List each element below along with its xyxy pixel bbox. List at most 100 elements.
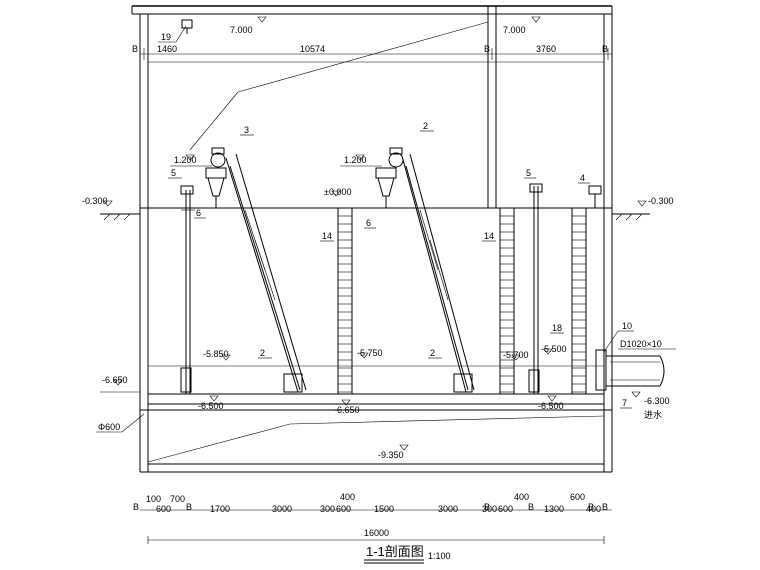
inlet-label: 进水 [644,409,662,420]
bottom-dim-700: 700 [170,494,185,504]
elevation-triangle-17 [399,444,409,451]
top-dim-1: 1460 [157,44,177,54]
elevation-triangle-8 [221,354,231,361]
elev-channel-left: -6.650 [102,375,128,385]
elevation-texts: 7.000 7.000 -0.300 -0.300 1.200 1.200 ±0… [82,25,674,460]
bottom-dim-600b: 600 [336,504,351,514]
elevation-triangle-3 [103,200,113,207]
tag-6-left: 6 [196,208,201,218]
axis-b-bottom-1: B [133,502,139,512]
elevation-triangle-7 [331,190,341,197]
tag-5-right: 5 [526,168,531,178]
axis-b-top-1: B [132,44,138,54]
brick-wall-3 [571,207,587,395]
bottom-dim-300a: 300 [320,504,335,514]
top-dimensions: B B B 1460 10574 3760 [132,44,612,60]
tag-2-top: 2 [423,121,428,131]
elevation-triangle-15 [547,395,557,402]
elevation-triangle-9 [359,352,369,359]
bottom-dim-600c: 600 [498,504,513,514]
tag-2-left: 2 [260,348,265,358]
axis-b-top-2: B [484,44,490,54]
building-structure [100,5,650,473]
screen-middle [375,147,475,393]
elev-platform-b: 1.200 [344,155,367,165]
screen-left [205,147,307,393]
tag-10: 10 [622,321,632,331]
elevation-triangle-14 [341,399,351,406]
elevation-triangle-13 [209,395,219,402]
elev-floor-c: -6.500 [538,401,564,411]
tag-underlines [158,25,634,409]
elev-water-c: -5.700 [503,350,529,360]
brick-wall-2 [499,207,515,395]
tag-4: 4 [580,173,585,183]
axis-b-bottom-3: B [484,502,490,512]
axis-b-bottom-2: B [186,502,192,512]
top-dim-2: 10574 [300,44,325,54]
elevation-triangle-12 [113,379,123,386]
bottom-dim-600a: 600 [156,504,171,514]
tag-14-right: 14 [484,231,494,241]
elevation-triangle-6 [355,154,365,161]
elev-ground-right: -0.300 [648,196,674,206]
elev-floor-b: -6.650 [334,405,360,415]
pipe-label: D1020×10 [620,339,662,349]
vent-19 [181,19,193,34]
title-text: 1-1剖面图 [366,544,424,559]
drawing-title: 1-1剖面图 1:100 [364,544,451,564]
elev-water-d: -5.500 [541,344,567,354]
tag-18: 18 [552,323,562,333]
elevation-triangle-11 [543,348,553,355]
top-dim-3: 3760 [536,44,556,54]
bottom-dim-3000b: 3000 [438,504,458,514]
elev-water-a: -5.850 [203,349,229,359]
axis-b-bottom-5: B [588,502,594,512]
bottom-dim-400a: 400 [340,492,355,502]
tag-2-mid: 2 [430,348,435,358]
elevation-triangle-10 [511,354,521,361]
bottom-dim-300b: 300 [482,504,497,514]
tag-14-left: 14 [322,231,332,241]
elevation-triangle-1 [257,16,267,23]
annotations: D1020×10 进水 Φ600 [96,339,676,433]
bottom-dim-100: 100 [146,494,161,504]
elev-roof-left: 7.000 [230,25,253,35]
elev-roof-right: 7.000 [503,25,526,35]
elev-water-b: -5.750 [357,348,383,358]
tag-6-mid: 6 [366,218,371,228]
elev-bottom: -9.350 [378,450,404,460]
gate-right [528,183,543,394]
elevation-triangle-4 [637,200,647,207]
elevation-triangle-16 [631,391,641,398]
bottom-dim-400c: 400 [586,504,601,514]
elevation-marks [103,16,647,451]
axis-b-bottom-4: B [528,502,534,512]
elevation-triangle-5 [185,154,195,161]
elev-floor-a: -6.500 [198,401,224,411]
phi-label: Φ600 [98,422,120,432]
axis-b-top-3: B [602,44,608,54]
elevation-triangle-2 [531,16,541,23]
elev-zero: ±0.000 [324,187,351,197]
bottom-dimensions: B B B B B B 100 700 400 400 600 600 1700… [133,492,612,544]
elev-platform-a: 1.200 [174,155,197,165]
total-dimension: 16000 [364,528,389,538]
elev-pipe-invert: -6.300 [644,396,670,406]
item-tags: 19 3 2 5 6 6 14 14 5 4 18 10 2 2 7 [161,32,632,408]
axis-b-bottom-6: B [602,502,608,512]
inlet-pipe [595,349,665,391]
bottom-dim-600: 600 [570,492,585,502]
tag-19: 19 [161,32,171,42]
gate-valve-4 [588,185,602,208]
bottom-dim-1500: 1500 [374,504,394,514]
bottom-dim-1300: 1300 [544,504,564,514]
tag-7: 7 [622,398,627,408]
gate-left [180,185,195,394]
brick-partitions [337,207,587,395]
tag-5-left: 5 [171,168,176,178]
elev-ground-left: -0.300 [82,196,108,206]
bottom-dim-400b: 400 [514,492,529,502]
scale-text: 1:100 [428,551,451,561]
